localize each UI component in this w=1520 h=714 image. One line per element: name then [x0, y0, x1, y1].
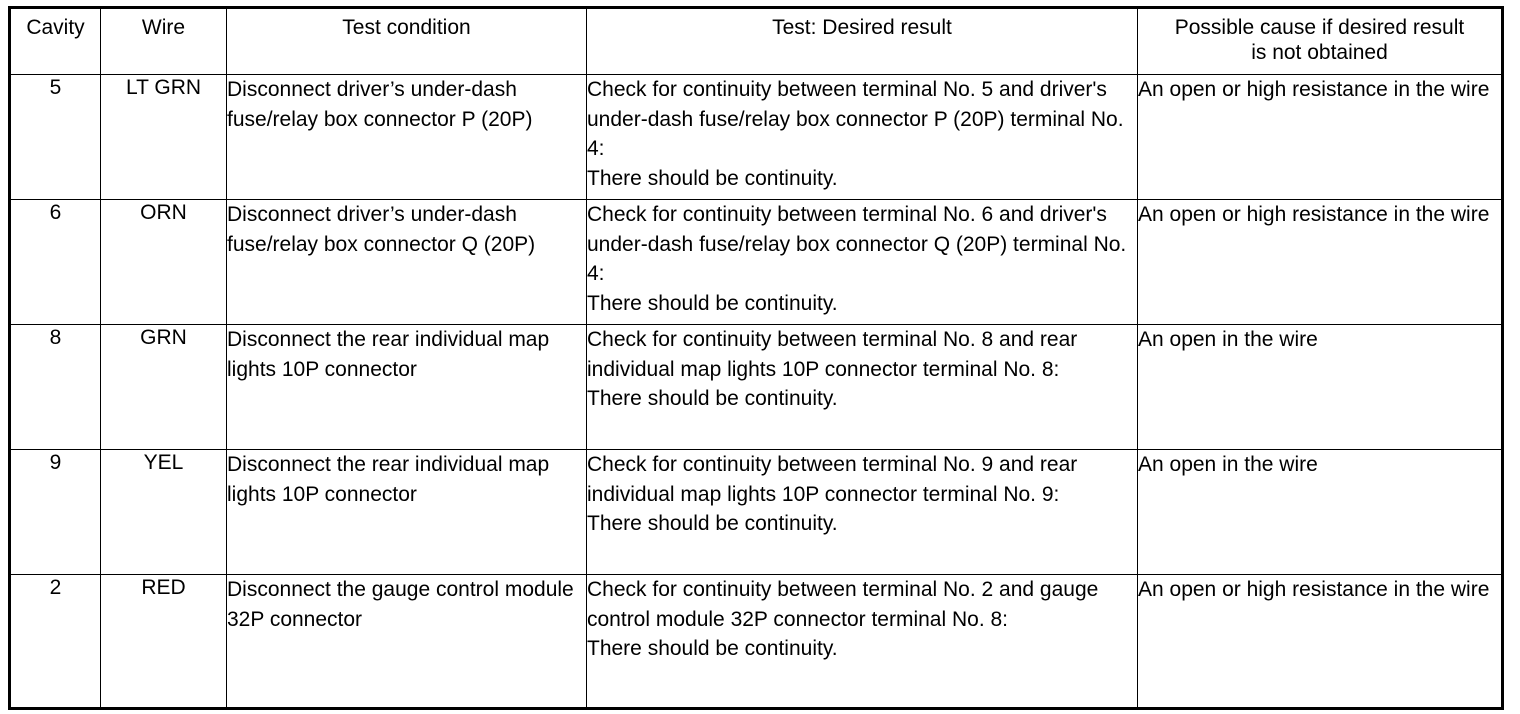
cell-test-desired-result: Check for continuity between terminal No…	[586, 574, 1138, 709]
cell-cavity: 8	[9, 324, 101, 450]
cell-possible-cause: An open in the wire	[1137, 324, 1503, 450]
column-header-test-desired-result: Test: Desired result	[586, 7, 1138, 75]
table-row: 5 LT GRN Disconnect driver’s under-dash …	[9, 74, 1503, 200]
cell-cavity: 9	[9, 449, 101, 575]
cell-wire: ORN	[100, 199, 227, 325]
column-header-test-condition: Test condition	[226, 7, 587, 75]
cell-wire: GRN	[100, 324, 227, 450]
cell-cavity: 5	[9, 74, 101, 200]
troubleshooting-table: Cavity Wire Test condition Test: Desired…	[8, 6, 1504, 710]
cell-cavity: 6	[9, 199, 101, 325]
table-header: Cavity Wire Test condition Test: Desired…	[9, 7, 1503, 75]
table-row: 8 GRN Disconnect the rear individual map…	[9, 324, 1503, 450]
column-header-test-condition-label: Test condition	[342, 16, 471, 39]
cell-test-condition: Disconnect driver’s under-dash fuse/rela…	[226, 199, 587, 325]
table-row: 9 YEL Disconnect the rear individual map…	[9, 449, 1503, 575]
cell-test-desired-result: Check for continuity between terminal No…	[586, 449, 1138, 575]
cell-test-condition: Disconnect the gauge control module 32P …	[226, 574, 587, 709]
cell-test-condition: Disconnect the rear individual map light…	[226, 324, 587, 450]
cell-possible-cause: An open in the wire	[1137, 449, 1503, 575]
cell-possible-cause: An open or high resistance in the wire	[1137, 74, 1503, 200]
column-header-cavity-label: Cavity	[26, 16, 85, 39]
cell-test-desired-result: Check for continuity between terminal No…	[586, 199, 1138, 325]
table-row: 6 ORN Disconnect driver’s under-dash fus…	[9, 199, 1503, 325]
column-header-possible-cause: Possible cause if desired result is not …	[1137, 7, 1503, 75]
cell-test-desired-result: Check for continuity between terminal No…	[586, 324, 1138, 450]
cell-possible-cause: An open or high resistance in the wire	[1137, 574, 1503, 709]
cell-possible-cause: An open or high resistance in the wire	[1137, 199, 1503, 325]
cell-cavity: 2	[9, 574, 101, 709]
cell-wire: RED	[100, 574, 227, 709]
column-header-cavity: Cavity	[9, 7, 101, 75]
column-header-wire: Wire	[100, 7, 227, 75]
cell-wire: YEL	[100, 449, 227, 575]
cell-wire: LT GRN	[100, 74, 227, 200]
table-body: 5 LT GRN Disconnect driver’s under-dash …	[9, 74, 1503, 709]
column-header-wire-label: Wire	[141, 16, 186, 39]
table-header-row: Cavity Wire Test condition Test: Desired…	[9, 7, 1503, 75]
cell-test-condition: Disconnect driver’s under-dash fuse/rela…	[226, 74, 587, 200]
cell-test-condition: Disconnect the rear individual map light…	[226, 449, 587, 575]
column-header-test-desired-result-label: Test: Desired result	[772, 16, 952, 39]
column-header-possible-cause-label: Possible cause if desired result is not …	[1174, 16, 1465, 64]
cell-test-desired-result: Check for continuity between terminal No…	[586, 74, 1138, 200]
table-row: 2 RED Disconnect the gauge control modul…	[9, 574, 1503, 709]
